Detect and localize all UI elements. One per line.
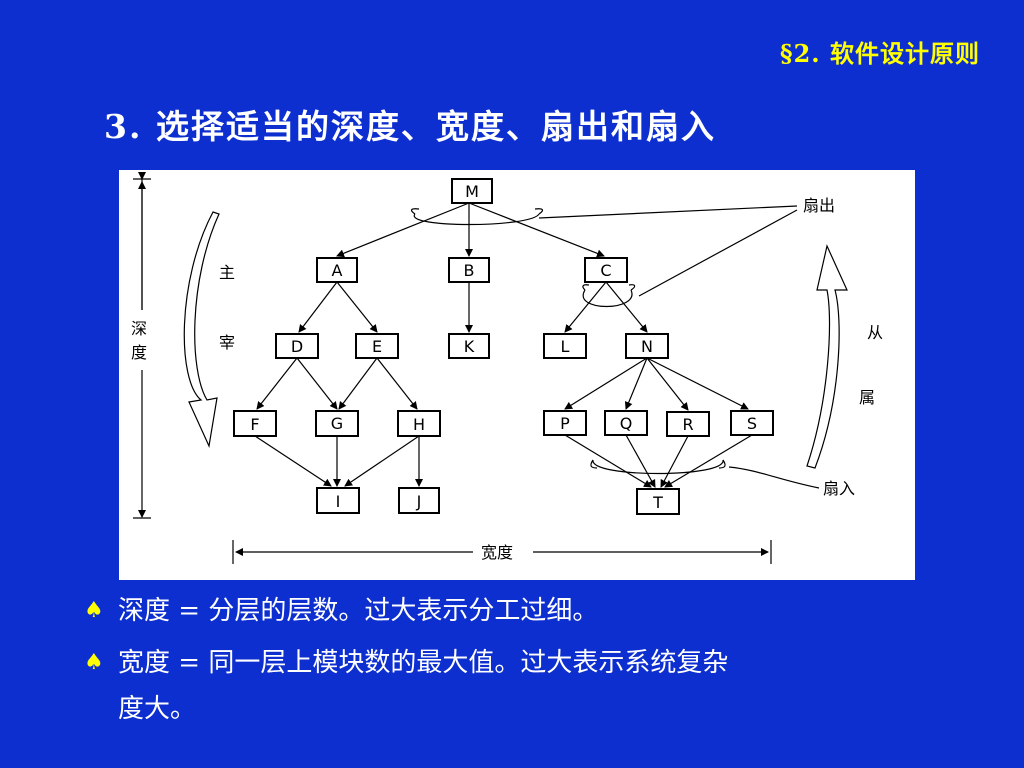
bullet-depth: ♠ 深度 = 分层的层数。过大表示分工过细。 xyxy=(84,588,944,634)
node-r: R xyxy=(666,411,710,437)
svg-text:A: A xyxy=(332,261,343,280)
depth-dimension xyxy=(133,172,151,519)
svg-text:Q: Q xyxy=(620,414,633,433)
svg-text:N: N xyxy=(641,337,653,356)
svg-text:C: C xyxy=(600,261,611,280)
svg-text:M: M xyxy=(465,182,479,201)
bullet-depth-text: 深度 = 分层的层数。过大表示分工过细。 xyxy=(118,596,599,626)
node-c: C xyxy=(584,257,628,283)
node-p: P xyxy=(543,410,587,436)
node-n: N xyxy=(625,333,669,359)
fan-in-ellipse-t xyxy=(592,459,724,475)
node-f: F xyxy=(233,410,277,437)
node-s: S xyxy=(730,410,774,436)
slide-heading: 3. 选择适当的深度、宽度、扇出和扇入 xyxy=(104,107,716,146)
svg-text:B: B xyxy=(464,261,475,280)
fan-out-ellipse-c xyxy=(582,289,633,307)
node-m: M xyxy=(451,178,493,204)
width-label: 宽度 xyxy=(481,543,513,562)
fan-out-label: 扇出 xyxy=(803,196,835,215)
width-dimension xyxy=(232,540,772,564)
fan-in-label: 扇入 xyxy=(823,479,855,498)
spade-icon: ♠ xyxy=(84,650,104,675)
node-a: A xyxy=(316,257,358,283)
spade-icon: ♠ xyxy=(84,598,104,623)
node-j: J xyxy=(398,487,440,514)
node-e: E xyxy=(355,333,399,359)
depth-label-1: 深 xyxy=(131,319,147,338)
dominate-arrow xyxy=(183,211,220,449)
svg-text:L: L xyxy=(561,337,570,356)
node-q: Q xyxy=(604,410,648,436)
svg-text:E: E xyxy=(372,337,382,356)
svg-text:R: R xyxy=(682,415,693,434)
edges xyxy=(254,202,753,488)
dominate-label-2: 宰 xyxy=(219,333,235,352)
bullet-width-text-cont: 度大。 xyxy=(118,694,197,724)
node-b: B xyxy=(448,257,490,283)
node-l: L xyxy=(543,333,587,359)
svg-text:K: K xyxy=(464,337,475,356)
svg-text:T: T xyxy=(652,493,663,512)
bullet-list: ♠ 深度 = 分层的层数。过大表示分工过细。 ♠ 宽度 = 同一层上模块数的最大… xyxy=(84,588,944,732)
dominate-label-1: 主 xyxy=(219,263,235,282)
module-hierarchy-svg: M A B C D E K L N F G H P Q R S I J T 深 … xyxy=(131,172,883,564)
section-title: §2. 软件设计原则 xyxy=(780,39,980,68)
node-g: G xyxy=(315,410,359,437)
node-i: I xyxy=(316,487,360,514)
subordinate-arrow xyxy=(806,244,848,469)
node-d: D xyxy=(275,333,319,359)
svg-text:I: I xyxy=(336,492,341,511)
structure-diagram: M A B C D E K L N F G H P Q R S I J T 深 … xyxy=(119,170,915,580)
subordinate-label-1: 从 xyxy=(867,323,883,342)
bullet-width-text: 宽度 = 同一层上模块数的最大值。过大表示系统复杂 xyxy=(118,648,729,678)
svg-text:H: H xyxy=(413,415,425,434)
fan-out-ellipse-m xyxy=(413,213,540,226)
svg-text:D: D xyxy=(291,337,303,356)
node-k: K xyxy=(448,333,490,359)
svg-text:P: P xyxy=(560,414,570,433)
depth-label-2: 度 xyxy=(131,343,147,362)
svg-text:J: J xyxy=(416,492,422,511)
svg-text:F: F xyxy=(250,415,259,434)
node-t: T xyxy=(636,488,680,515)
subordinate-label-2: 属 xyxy=(859,388,875,407)
bullet-width: ♠ 宽度 = 同一层上模块数的最大值。过大表示系统复杂 度大。 xyxy=(84,640,944,732)
node-h: H xyxy=(397,410,441,437)
svg-text:S: S xyxy=(747,414,757,433)
svg-text:G: G xyxy=(331,414,343,433)
